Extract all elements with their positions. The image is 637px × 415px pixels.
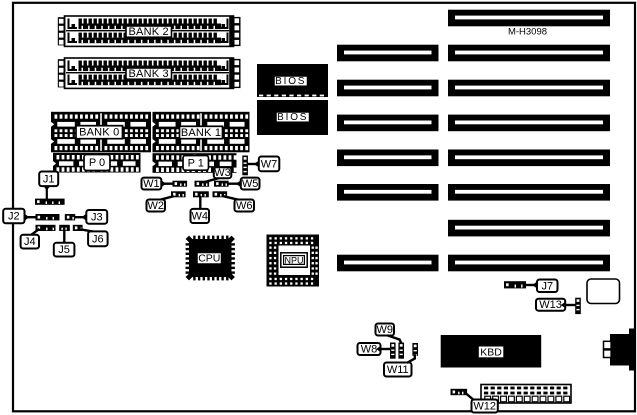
svg-text:NPU: NPU bbox=[284, 255, 303, 265]
svg-text:W9: W9 bbox=[377, 324, 394, 336]
svg-text:W7: W7 bbox=[261, 158, 278, 170]
svg-text:J3: J3 bbox=[91, 211, 103, 223]
svg-text:J6: J6 bbox=[92, 233, 104, 245]
svg-text:BIOS: BIOS bbox=[277, 112, 308, 123]
svg-text:W1: W1 bbox=[143, 178, 160, 190]
svg-text:W6: W6 bbox=[236, 200, 253, 212]
svg-text:W2: W2 bbox=[148, 200, 165, 212]
svg-text:KBD: KBD bbox=[480, 346, 502, 358]
svg-text:J1: J1 bbox=[43, 173, 55, 185]
svg-text:P 0: P 0 bbox=[89, 157, 105, 169]
svg-text:BANK 3: BANK 3 bbox=[129, 68, 169, 80]
svg-text:BANK 1: BANK 1 bbox=[181, 127, 221, 139]
svg-text:J7: J7 bbox=[541, 280, 553, 292]
svg-text:BIOS: BIOS bbox=[275, 76, 306, 87]
svg-text:J4: J4 bbox=[24, 236, 36, 248]
svg-text:J2: J2 bbox=[8, 211, 20, 223]
svg-text:BANK 2: BANK 2 bbox=[129, 26, 169, 38]
svg-text:BANK 0: BANK 0 bbox=[79, 127, 119, 139]
svg-text:W12: W12 bbox=[473, 401, 496, 413]
svg-text:P 1: P 1 bbox=[188, 157, 204, 169]
svg-text:W4: W4 bbox=[192, 210, 209, 222]
svg-text:M-H3098: M-H3098 bbox=[508, 27, 547, 38]
svg-text:W3: W3 bbox=[214, 167, 231, 179]
svg-text:W5: W5 bbox=[242, 178, 259, 190]
svg-text:CPU: CPU bbox=[198, 253, 220, 265]
svg-text:W11: W11 bbox=[387, 364, 409, 376]
svg-text:W8: W8 bbox=[361, 344, 378, 356]
svg-text:W13: W13 bbox=[539, 299, 562, 311]
svg-text:J5: J5 bbox=[58, 244, 70, 256]
